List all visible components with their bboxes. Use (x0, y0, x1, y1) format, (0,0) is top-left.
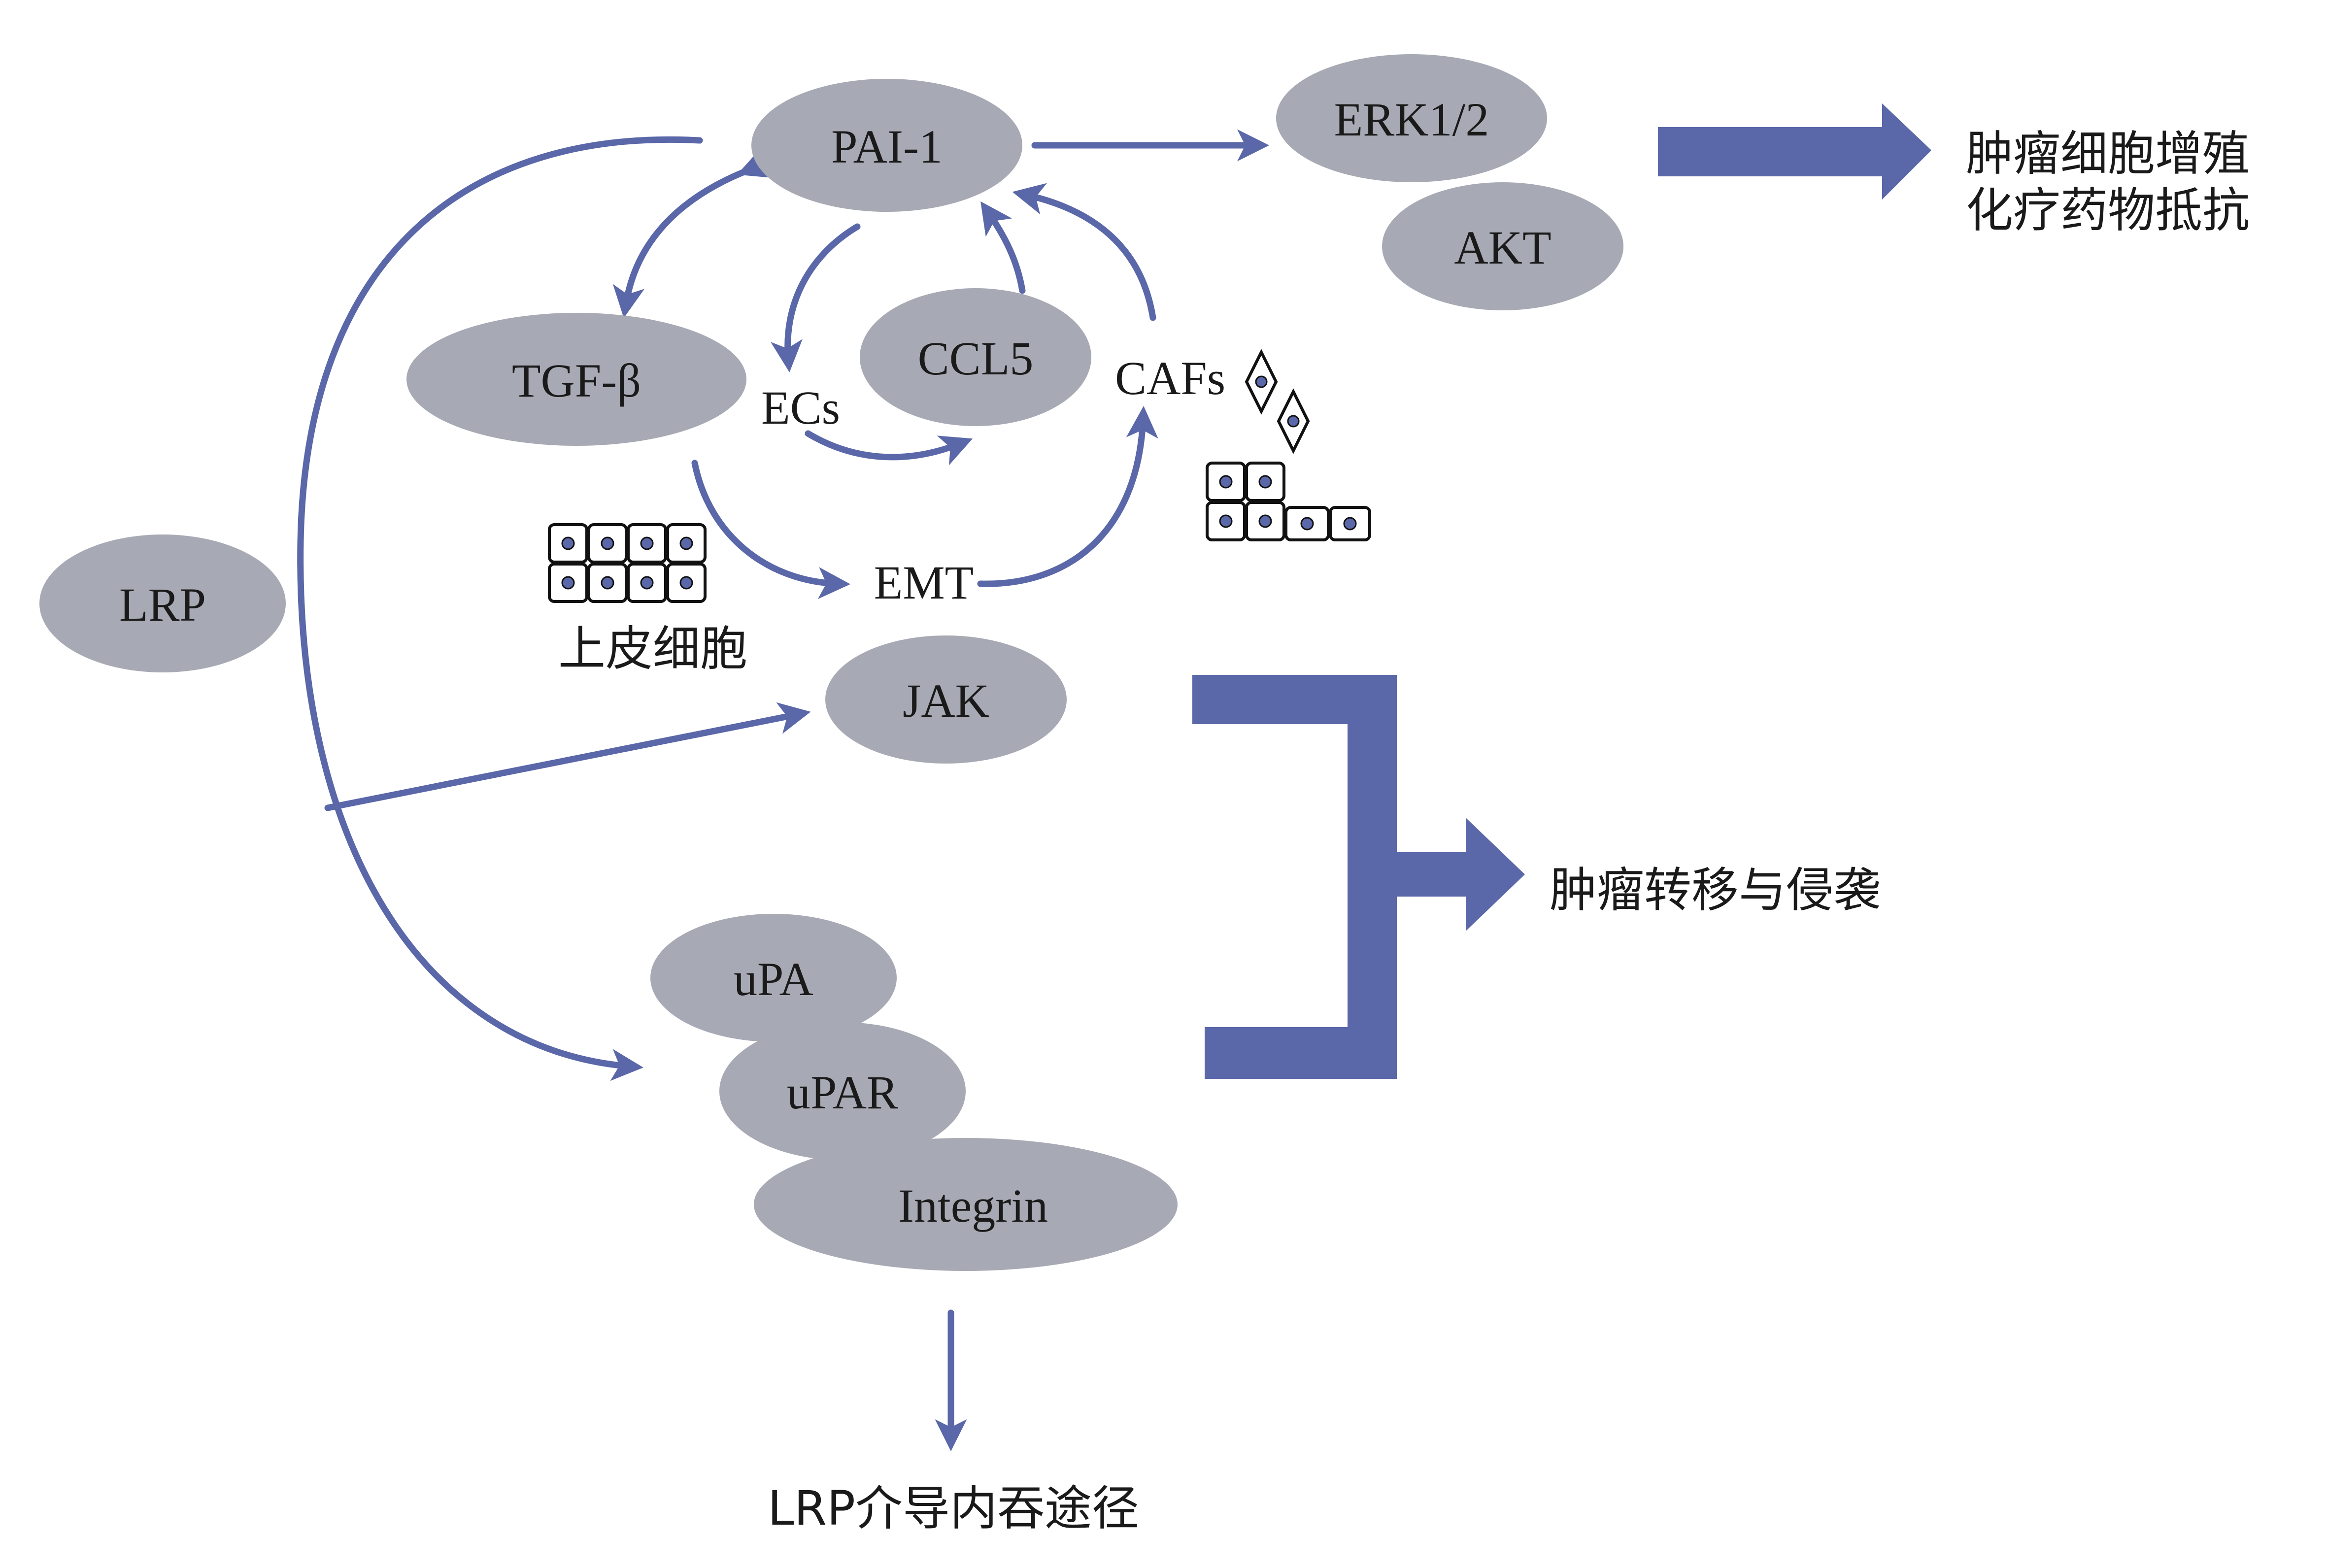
outcome-drug-resistance: 化疗药物抵抗 (1966, 183, 2250, 238)
emt-label: EMT (874, 556, 974, 609)
upa-label: uPA (734, 953, 813, 1005)
ccl5-label: CCL5 (918, 332, 1034, 385)
node-upa: uPA (650, 914, 897, 1042)
arrow-pai1-tgfb (612, 148, 773, 318)
node-pai1: PAI-1 (751, 79, 1022, 212)
tgfb-label: TGF-β (512, 354, 641, 407)
node-lrp: LRP (39, 534, 286, 672)
node-jak: JAK (825, 635, 1067, 764)
outcome-endocytosis: LRP介导内吞途径 (768, 1481, 1139, 1536)
outcome-metastasis: 肿瘤转移与侵袭 (1550, 863, 1881, 918)
lrp-label: LRP (119, 578, 206, 631)
akt-label: AKT (1454, 221, 1551, 274)
arrow-pai1-ecs (771, 223, 861, 372)
integrin-label: Integrin (898, 1179, 1048, 1232)
epithelial-cells-icon (548, 523, 707, 603)
caf-cells-icon (1245, 349, 1310, 454)
erk-label: ERK1/2 (1334, 93, 1489, 146)
arrow-ccl5-pai1 (980, 201, 1026, 294)
arrow-lrp-jak (324, 702, 811, 811)
node-erk: ERK1/2 (1276, 54, 1547, 182)
upar-label: uPAR (787, 1066, 898, 1119)
ecs-label: ECs (761, 381, 840, 434)
arrow-emt-cafs (977, 406, 1158, 587)
node-tgfb: TGF-β (406, 313, 746, 446)
node-akt: AKT (1382, 182, 1623, 310)
arrow-ecs-ccl5 (805, 430, 973, 466)
node-upar: uPAR (719, 1022, 966, 1160)
thick-arrow-proliferation (1658, 103, 1931, 200)
node-ccl5: CCL5 (860, 288, 1091, 426)
bracket-arrow-metastasis (1192, 675, 1525, 1079)
epithelial-label: 上皮细胞 (558, 621, 747, 676)
arrow-lrp-upa (297, 136, 703, 1081)
pai1-label: PAI-1 (831, 120, 943, 173)
arrow-cafs-pai1 (1012, 183, 1156, 321)
jak-label: JAK (903, 674, 989, 727)
node-integrin: Integrin (754, 1138, 1178, 1271)
outcome-proliferation: 肿瘤细胞增殖 (1966, 126, 2250, 181)
transition-cells-icon (1206, 462, 1371, 541)
cafs-label: CAFs (1115, 352, 1225, 404)
arrows (297, 129, 1269, 1451)
arrow-tgfb-emt (691, 460, 850, 600)
